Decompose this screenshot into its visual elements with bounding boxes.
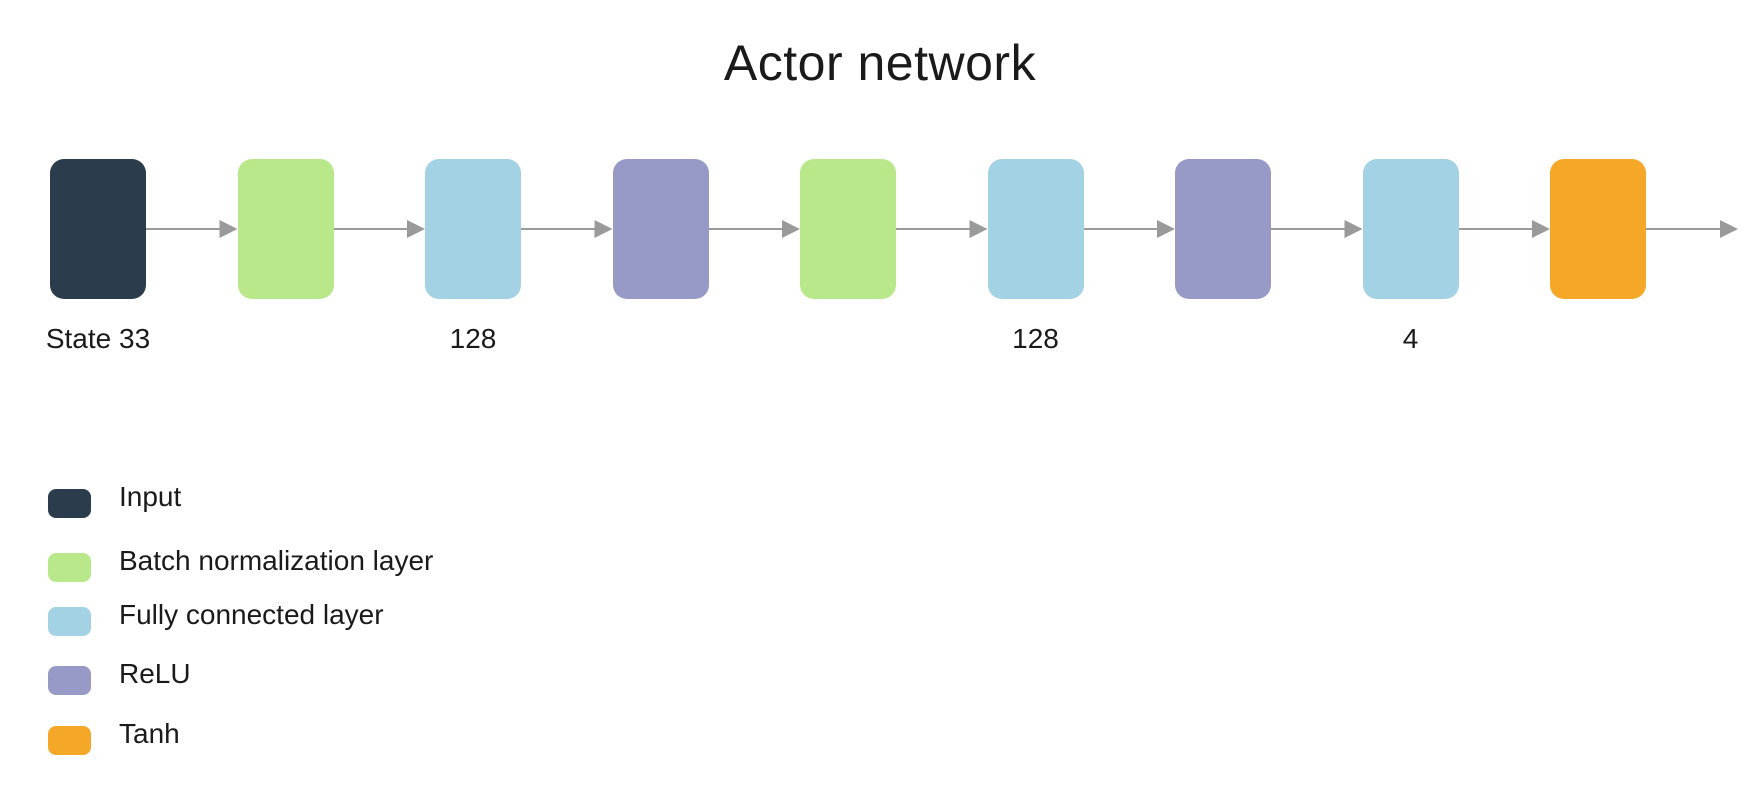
layer-block-relu [1175,159,1271,299]
connector-arrow [896,220,988,238]
connector-arrow [146,220,238,238]
layer-block-tanh [1550,159,1646,299]
connector-arrow [521,220,613,238]
layer-block-input [50,159,146,299]
legend-label: Tanh [119,718,180,749]
connector-arrow [1083,220,1175,238]
layer-label: State 33 [45,323,151,354]
diagram-title: Actor network [723,35,1037,91]
connector-arrow [708,220,800,238]
layer-block-batchnorm [800,159,896,299]
tanh-swatch-icon [48,726,91,755]
legend-item-input: Input [48,481,648,521]
legend-label: Fully connected layer [119,599,384,630]
legend-item-tanh: Tanh [48,718,648,758]
connector-arrow [1646,220,1738,238]
arrow-layer [146,220,1738,238]
network-diagram: State 33 128 128 4 [45,159,1738,354]
legend-item-fc: Fully connected layer [48,599,648,639]
input-swatch-icon [48,489,91,518]
layer-block-fc [987,159,1084,299]
layer-label: 128 [1012,323,1059,354]
layer-block-batchnorm [237,159,334,299]
legend-label: ReLU [119,658,191,689]
layer-label: 128 [449,323,497,354]
legend-item-batchnorm: Batch normalization layer [48,545,648,585]
relu-swatch-icon [48,666,91,695]
legend-label: Input [119,481,182,512]
layer-block-relu [612,159,709,299]
connector-arrow [333,220,425,238]
layer-block-fc [425,159,521,299]
connector-arrow [1271,220,1363,238]
connector-arrow [1458,220,1550,238]
batchnorm-swatch-icon [48,553,91,582]
legend-label: Batch normalization layer [119,545,434,576]
fc-swatch-icon [48,607,91,636]
legend-item-relu: ReLU [48,658,648,698]
layer-label: 4 [1402,323,1419,354]
layer-block-fc [1362,159,1459,299]
